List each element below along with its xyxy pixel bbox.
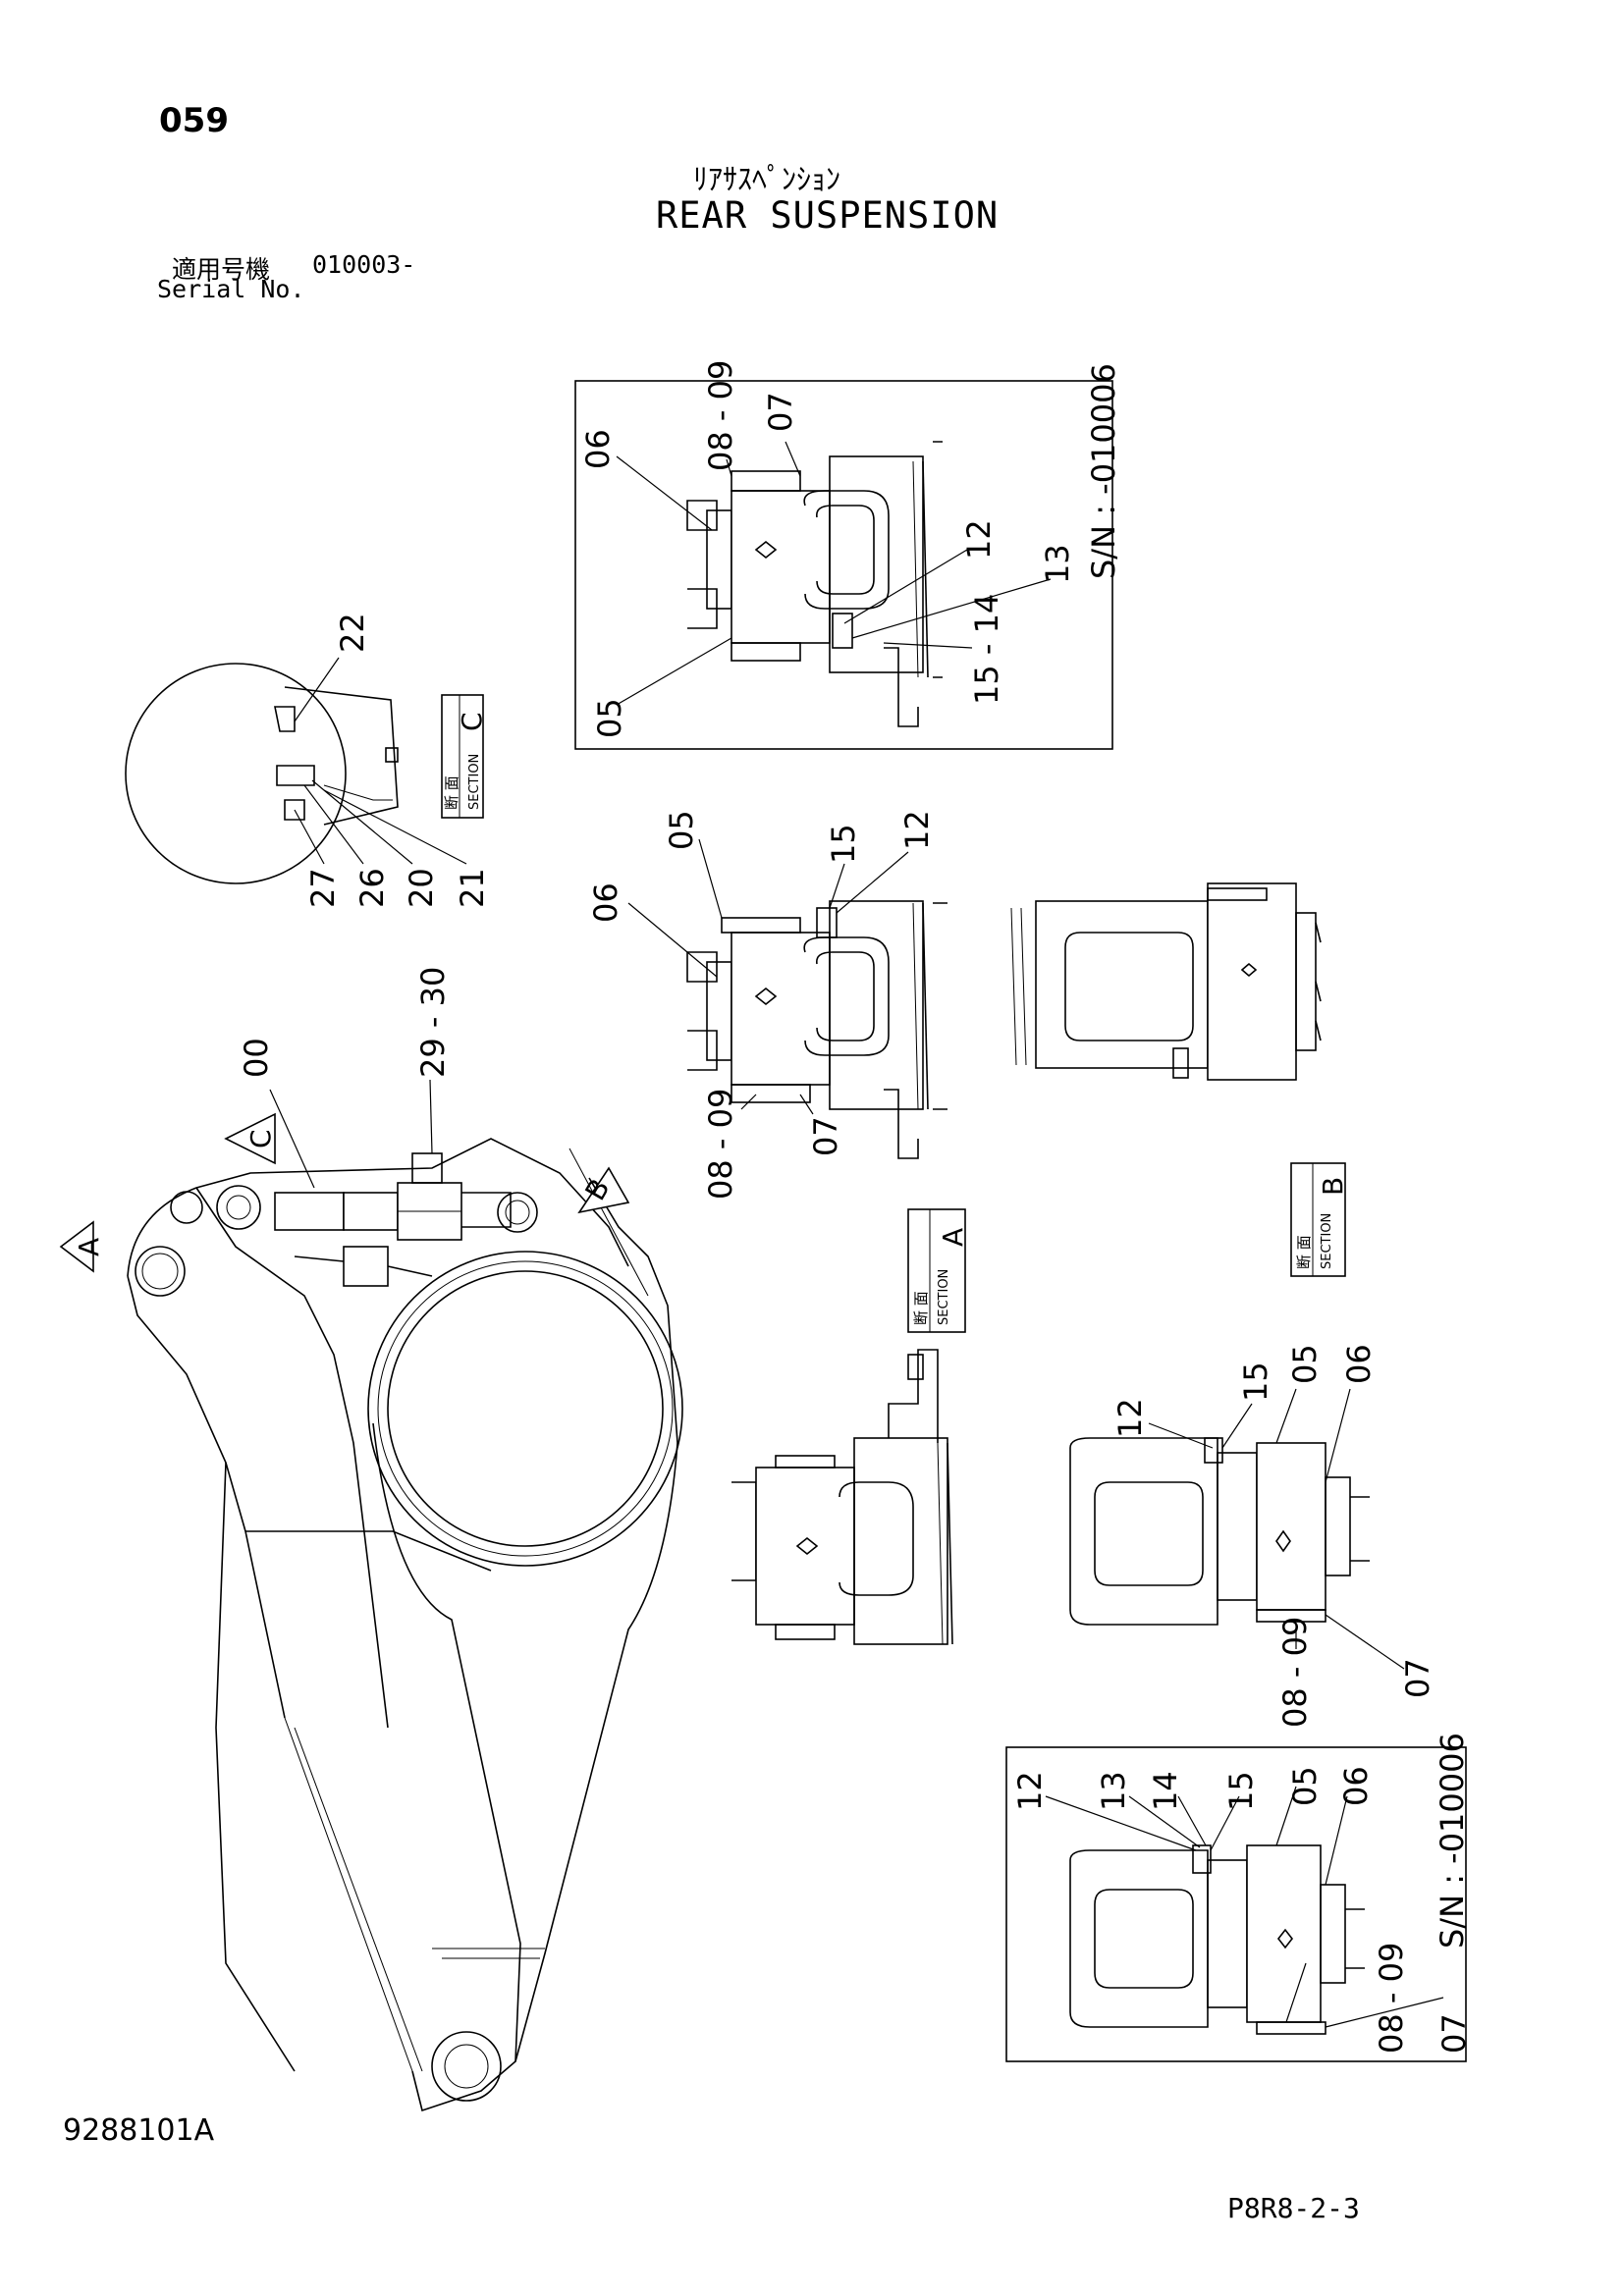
inset-top-leaders bbox=[616, 441, 1052, 706]
callout-13: 13 bbox=[1095, 1771, 1132, 1811]
callout-05: 05 bbox=[1286, 1766, 1324, 1806]
section-c-box: 断 面 SECTION C bbox=[441, 694, 488, 819]
serial-number-range: 010003- bbox=[312, 250, 416, 279]
section-a-box: 断 面 SECTION A bbox=[907, 1208, 969, 1333]
document-code: 9288101A bbox=[63, 2113, 215, 2148]
section-c-view: 22 27 26 20 21 bbox=[125, 613, 491, 908]
inset-bottom-leaders bbox=[1045, 1786, 1444, 2028]
section-a-word: SECTION bbox=[937, 1269, 951, 1325]
upper-right-bracket-drawing bbox=[1010, 882, 1322, 1081]
serial-note: S/N : -010006 bbox=[1085, 363, 1122, 579]
callout-27: 27 bbox=[304, 868, 342, 908]
callout-06: 06 bbox=[1340, 1344, 1378, 1384]
callout-07: 07 bbox=[762, 392, 799, 432]
callout-12: 12 bbox=[960, 519, 998, 560]
section-b-letter: B bbox=[1317, 1177, 1349, 1196]
callout-20: 20 bbox=[403, 868, 440, 908]
view-arrow-b bbox=[577, 1166, 630, 1214]
callout-08-09: 08 - 09 bbox=[702, 360, 739, 471]
section-a-bracket-drawing bbox=[686, 900, 947, 1159]
serial-note: S/N : -010006 bbox=[1434, 1733, 1471, 1949]
section-b-kanji: 断 面 bbox=[1295, 1235, 1313, 1269]
title-english: REAR SUSPENSION bbox=[656, 194, 1000, 237]
callout-12: 12 bbox=[898, 810, 936, 850]
callout-00: 00 bbox=[238, 1038, 275, 1078]
section-c-letter: C bbox=[456, 712, 488, 731]
callout-06: 06 bbox=[587, 882, 624, 923]
view-arrows: A C B bbox=[59, 1112, 630, 1273]
callout-15: 15 bbox=[825, 824, 862, 864]
callout-08-09: 08 - 09 bbox=[1276, 1617, 1314, 1728]
inset-bottom-bracket-drawing bbox=[1069, 1844, 1365, 2035]
section-c-circle bbox=[125, 663, 347, 884]
callout-21: 21 bbox=[454, 868, 491, 908]
view-arrow-a-letter: A bbox=[73, 1238, 105, 1256]
suspension-cylinder-drawing bbox=[274, 1152, 512, 1241]
section-c-bracket bbox=[284, 686, 399, 826]
lower-left-bracket-drawing bbox=[731, 1349, 953, 1645]
callout-12: 12 bbox=[1111, 1398, 1149, 1438]
sheet-code: P8R8-2-3 bbox=[1227, 2192, 1360, 2224]
section-c-kanji: 断 面 bbox=[443, 775, 460, 810]
serial-label-japanese: 適用号機 bbox=[172, 255, 271, 284]
callout-22: 22 bbox=[334, 613, 371, 653]
callout-07: 07 bbox=[1435, 2013, 1473, 2054]
title-japanese: ﾘｱｻｽﾍﾟﾝｼｮﾝ bbox=[693, 163, 840, 197]
callout-06: 06 bbox=[1337, 1766, 1375, 1806]
callout-29-30: 29 - 30 bbox=[414, 967, 452, 1078]
callout-07: 07 bbox=[807, 1116, 844, 1156]
inset-bottom: 12 13 14 15 05 06 08 - 09 07 S/N : -0100… bbox=[1005, 1733, 1473, 2062]
callout-13: 13 bbox=[1039, 544, 1076, 584]
section-b-word: SECTION bbox=[1320, 1213, 1334, 1269]
inset-bottom-frame bbox=[1005, 1746, 1467, 2062]
callout-08-09: 08 - 09 bbox=[1373, 1943, 1410, 2054]
callout-05: 05 bbox=[1286, 1344, 1324, 1384]
main-view: A C B 00 29 - 30 bbox=[59, 967, 683, 2112]
view-arrow-a bbox=[59, 1220, 94, 1273]
section-b-bracket-drawing bbox=[1069, 1437, 1370, 1626]
callout-06: 06 bbox=[579, 429, 617, 469]
callout-07: 07 bbox=[1399, 1658, 1436, 1698]
section-a-view: 06 05 15 12 08 - 09 07 bbox=[587, 810, 947, 1200]
callout-12: 12 bbox=[1011, 1771, 1049, 1811]
callout-05: 05 bbox=[591, 698, 628, 738]
view-arrow-c-letter: C bbox=[244, 1129, 277, 1148]
section-c-word: SECTION bbox=[467, 754, 482, 810]
callout-05: 05 bbox=[663, 810, 700, 850]
callout-14: 14 bbox=[1147, 1771, 1184, 1811]
swing-ring-drawing bbox=[367, 1148, 683, 2112]
callout-15: 15 bbox=[1222, 1771, 1260, 1811]
callout-26: 26 bbox=[353, 868, 391, 908]
page-number: 059 bbox=[159, 101, 229, 140]
section-b-view: 12 15 05 06 08 - 09 07 bbox=[1069, 1344, 1436, 1728]
section-a-kanji: 断 面 bbox=[912, 1291, 930, 1325]
inset-top-frame bbox=[574, 380, 1113, 750]
callout-08-09: 08 - 09 bbox=[702, 1089, 739, 1200]
view-arrow-c bbox=[224, 1112, 276, 1165]
callout-15: 15 bbox=[1237, 1362, 1274, 1402]
inset-top-bracket-drawing bbox=[686, 441, 943, 727]
serial-label-english: Serial No. bbox=[157, 275, 305, 303]
inset-top: 06 08 - 09 07 12 13 15 - 14 05 S/N : -01… bbox=[574, 360, 1122, 750]
section-b-box: 断 面 SECTION B bbox=[1290, 1162, 1349, 1277]
callout-15-14: 15 - 14 bbox=[968, 594, 1005, 705]
main-frame-drawing bbox=[127, 1138, 629, 2072]
section-a-letter: A bbox=[937, 1228, 969, 1247]
